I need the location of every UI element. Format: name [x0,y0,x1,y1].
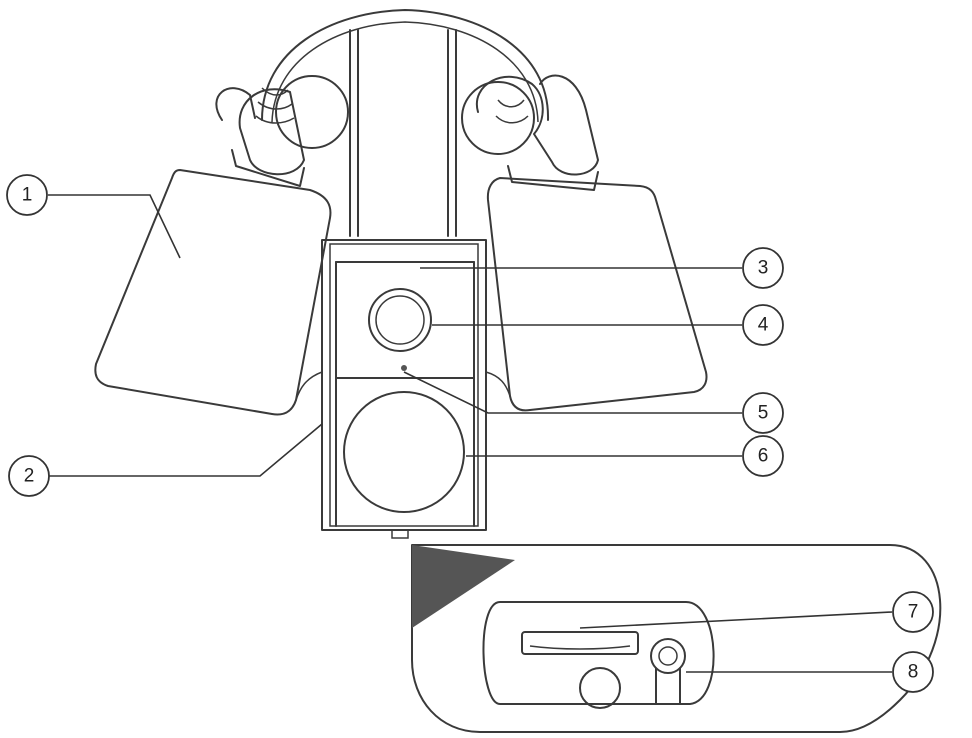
right-lamp-arm [461,74,599,191]
callout-label: 7 [908,602,919,623]
callout-label: 1 [22,185,33,206]
reset-port [579,667,621,709]
callout-4: 4 [742,304,784,346]
callout-circle [742,392,784,434]
motion-sensor [343,391,465,513]
left-lamp-arm [215,75,349,187]
callout-circle [6,174,48,216]
indicator-light [401,365,407,371]
callout-circle [8,455,50,497]
left-lamp-head [94,169,332,416]
callout-label: 3 [758,258,769,279]
right-lamp-head [485,177,708,412]
callout-2: 2 [8,455,50,497]
callout-3: 3 [742,247,784,289]
callout-1: 1 [6,174,48,216]
callout-circle [742,247,784,289]
callout-label: 8 [908,662,919,683]
callout-circle [742,304,784,346]
leader-lines [48,194,893,673]
callout-6: 6 [742,435,784,477]
callout-label: 6 [758,446,769,467]
callout-circle [892,651,934,693]
callout-circle [892,591,934,633]
callout-label: 2 [24,466,35,487]
camera-lens [368,288,432,352]
callout-label: 4 [758,315,769,336]
callout-label: 5 [758,403,769,424]
callout-8: 8 [892,651,934,693]
sd-card-slot [521,631,639,655]
camera-body [321,239,487,539]
power-jack [650,638,686,674]
callout-7: 7 [892,591,934,633]
mounting-dome [261,9,550,237]
callout-5: 5 [742,392,784,434]
bottom-detail-panel [411,544,942,733]
callout-circle [742,435,784,477]
